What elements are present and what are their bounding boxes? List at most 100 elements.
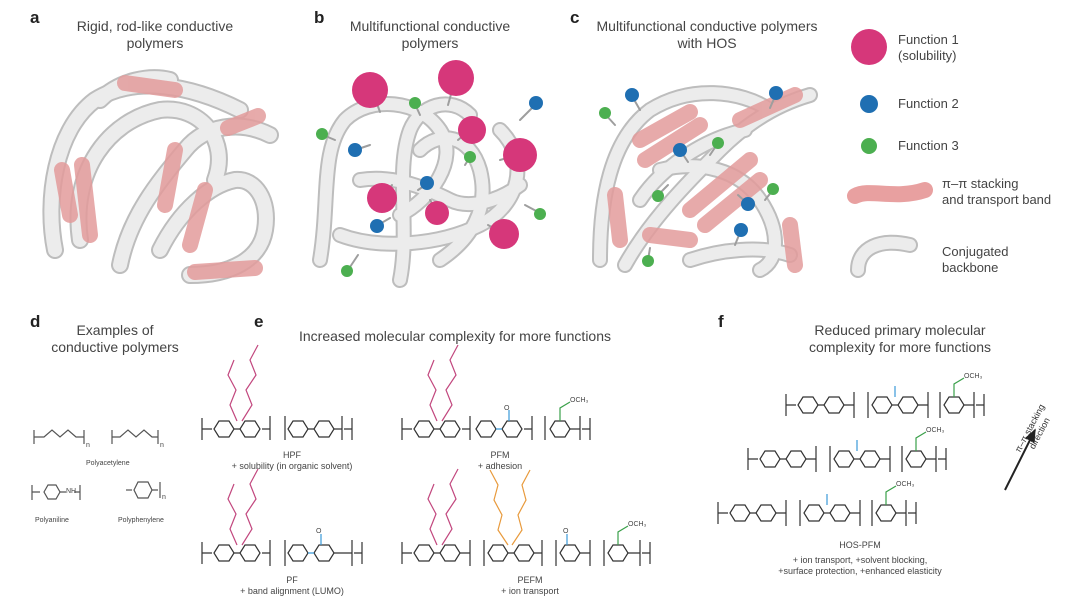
stacking-band bbox=[157, 142, 183, 213]
polyaniline-label: Polyaniline bbox=[35, 517, 69, 524]
function-3-dot bbox=[652, 190, 664, 202]
function-2-dot bbox=[420, 176, 434, 190]
panel-label-d: d bbox=[30, 312, 41, 331]
function-2-dot bbox=[625, 88, 639, 102]
stacking-band bbox=[220, 108, 266, 136]
panel-e-title: Increased molecular complexity for more … bbox=[298, 328, 612, 344]
hpf-structure bbox=[201, 344, 353, 440]
pefm-carbonyl-o: O bbox=[563, 528, 569, 535]
function-1-dot bbox=[352, 72, 388, 108]
function-2-dot bbox=[370, 219, 384, 233]
function-3-dot bbox=[642, 255, 654, 267]
panel-d-structures bbox=[31, 429, 161, 500]
stacking-band bbox=[74, 157, 98, 243]
stacking-band bbox=[187, 260, 263, 280]
function-3-dot bbox=[534, 208, 546, 220]
function-3-dot bbox=[712, 137, 724, 149]
stacking-band bbox=[182, 182, 213, 253]
function-1-icon bbox=[851, 29, 887, 65]
chain3-och3: OCH₃ bbox=[896, 481, 915, 488]
stacking-band bbox=[782, 217, 803, 273]
hos-pfm-chain-1 bbox=[785, 377, 985, 418]
polyaniline-structure bbox=[31, 485, 40, 500]
function-1-dot bbox=[503, 138, 537, 172]
stacking-band bbox=[732, 87, 803, 128]
function-2-dot bbox=[673, 143, 687, 157]
pfm-carbonyl-o: O bbox=[504, 405, 510, 412]
hos-pfm-chain-2 bbox=[747, 431, 947, 472]
stacking-band bbox=[637, 117, 708, 168]
function-2-dot bbox=[769, 86, 783, 100]
polyphenylene-label: Polyphenylene bbox=[118, 517, 164, 524]
stacking-band bbox=[642, 227, 698, 248]
stacking-band bbox=[607, 187, 628, 248]
function-1-dot bbox=[425, 201, 449, 225]
panel-c-illustration bbox=[592, 85, 818, 278]
function-3-dot bbox=[316, 128, 328, 140]
legend-function-1: Function 1 (solubility) bbox=[898, 32, 959, 63]
stacking-band bbox=[117, 75, 183, 98]
function-2-dot bbox=[734, 223, 748, 237]
pefm-och3: OCH₃ bbox=[628, 521, 647, 528]
function-3-dot bbox=[599, 107, 611, 119]
pefm-structure bbox=[401, 468, 651, 566]
function-2-icon bbox=[860, 95, 878, 113]
stacking-icon bbox=[847, 182, 933, 204]
panel-label-c: c bbox=[570, 8, 580, 27]
panel-f-structures bbox=[717, 377, 1036, 526]
function-1-dot bbox=[367, 183, 397, 213]
hpf-caption: HPF + solubility (in organic solvent) bbox=[231, 450, 353, 471]
hos-pfm-chain-3 bbox=[717, 485, 917, 526]
function-1-dot bbox=[438, 60, 474, 96]
legend-symbols bbox=[847, 29, 933, 278]
stacking-band bbox=[697, 172, 768, 233]
pf-structure bbox=[201, 468, 363, 566]
panel-label-f: f bbox=[718, 312, 724, 331]
stacking-band bbox=[682, 152, 758, 218]
function-3-dot bbox=[409, 97, 421, 109]
panel-b-illustration bbox=[312, 60, 546, 288]
pefm-caption: PEFM + ion transport bbox=[501, 575, 559, 596]
legend-stacking: π–π stacking and transport band bbox=[942, 176, 1052, 207]
panel-label-a: a bbox=[30, 8, 40, 27]
pfm-structure bbox=[401, 344, 591, 440]
n-subscript: n bbox=[86, 442, 90, 449]
polyacetylene-structure bbox=[111, 429, 159, 444]
panel-label-b: b bbox=[314, 8, 325, 27]
function-2-dot bbox=[529, 96, 543, 110]
panel-b-title: Multifunctional conductive polymers bbox=[349, 18, 511, 51]
n-subscript: n bbox=[160, 442, 164, 449]
function-2-dot bbox=[741, 197, 755, 211]
pfm-caption: PFM + adhesion bbox=[477, 450, 523, 471]
function-3-dot bbox=[464, 151, 476, 163]
chain1-och3: OCH₃ bbox=[964, 373, 983, 380]
legend-function-2: Function 2 bbox=[898, 96, 959, 111]
chain2-och3: OCH₃ bbox=[926, 427, 945, 434]
panel-f-title: Reduced primary molecular complexity for… bbox=[808, 322, 992, 355]
function-1-dot bbox=[489, 219, 519, 249]
function-1-dot bbox=[458, 116, 486, 144]
function-3-icon bbox=[861, 138, 877, 154]
polyacetylene-structure bbox=[33, 429, 85, 444]
stacking-band bbox=[54, 162, 78, 223]
panel-label-e: e bbox=[254, 312, 264, 331]
hos-pfm-caption: HOS-PFM + ion transport, +solvent blocki… bbox=[778, 540, 942, 576]
polyacetylene-label: Polyacetylene bbox=[86, 460, 130, 467]
n-subscript: n bbox=[162, 494, 166, 501]
legend-backbone: Conjugated backbone bbox=[942, 244, 1009, 275]
panel-d-title: Examples of conductive polymers bbox=[51, 322, 179, 355]
function-3-dot bbox=[767, 183, 779, 195]
nh-label: NH bbox=[66, 488, 77, 495]
pf-carbonyl-o: O bbox=[316, 528, 322, 535]
panel-c-title: Multifunctional conductive polymers with… bbox=[596, 18, 818, 51]
panel-a-illustration bbox=[42, 69, 279, 284]
stacking-direction-arrow bbox=[1004, 428, 1036, 491]
pfm-och3: OCH₃ bbox=[570, 397, 589, 404]
legend-function-3: Function 3 bbox=[898, 138, 959, 153]
function-3-dot bbox=[341, 265, 353, 277]
panel-e-structures bbox=[201, 344, 651, 566]
stacking-band bbox=[632, 104, 698, 148]
panel-a-title: Rigid, rod-like conductive polymers bbox=[76, 18, 234, 51]
function-2-dot bbox=[348, 143, 362, 157]
